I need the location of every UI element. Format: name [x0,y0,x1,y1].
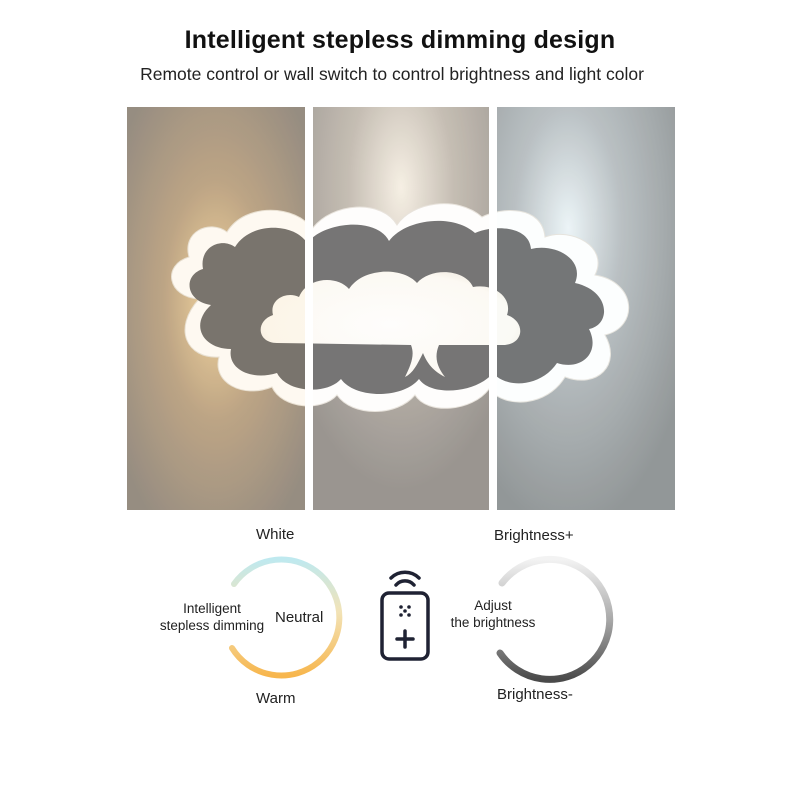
brightness-label-minus: Brightness- [497,686,573,703]
color-dial-caption: Intelligent stepless dimming [150,600,274,634]
brightness-dial-caption: Adjust the brightness [432,597,554,631]
brightness-label-plus: Brightness+ [494,527,574,544]
color-dial-caption-line2: stepless dimming [159,618,265,633]
color-dial-caption-line1: Intelligent [183,601,241,616]
remote-control-icon [380,570,430,661]
dial-label-warm: Warm [256,690,296,707]
warm-panel [127,107,305,510]
product-photo [127,107,675,510]
dial-label-white: White [256,526,295,543]
page-title: Intelligent stepless dimming design [184,26,616,54]
brightness-ring [496,555,614,683]
color-temperature-ring [229,556,343,679]
page-subtitle: Remote control or wall switch to control… [140,64,644,84]
brightness-dial-caption-line1: Adjust [474,598,512,613]
white-panel [497,107,675,510]
dial-label-neutral: Neutral [275,609,324,626]
neutral-panel [313,107,489,510]
brightness-dial-caption-line2: the brightness [450,615,536,630]
